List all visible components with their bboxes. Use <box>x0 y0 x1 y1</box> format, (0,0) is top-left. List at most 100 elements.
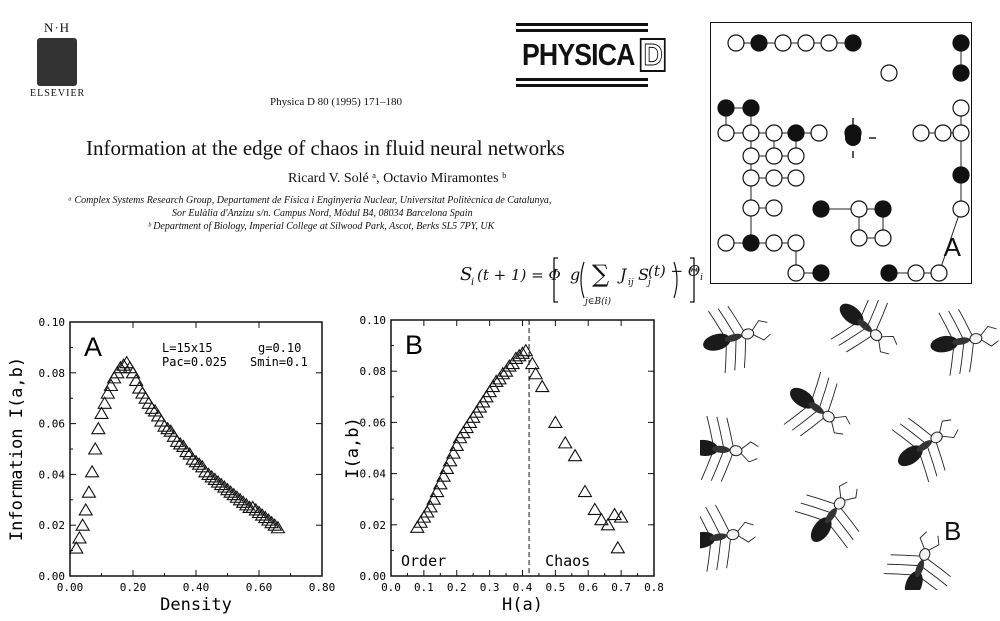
inactive-unit <box>874 229 892 247</box>
data-point <box>524 356 540 370</box>
data-point <box>495 366 511 380</box>
inactive-unit <box>742 147 760 165</box>
data-point <box>90 421 106 435</box>
data-point <box>260 513 276 526</box>
ant-icon <box>687 504 756 572</box>
inactive-unit <box>880 64 898 82</box>
data-point <box>103 378 119 392</box>
ant-antenna <box>878 336 898 355</box>
ant-leg <box>715 504 732 536</box>
x-tick-label: 0.2 <box>447 581 467 594</box>
data-point <box>445 446 461 459</box>
data-point <box>226 487 242 501</box>
inactive-unit <box>787 234 805 252</box>
eq-lhs: S <box>460 264 472 285</box>
ant-leg <box>791 409 820 431</box>
y-tick-label: 0.06 <box>39 418 66 431</box>
inactive-unit <box>934 124 952 142</box>
data-point <box>257 510 273 524</box>
publisher-name: ELSEVIER <box>30 88 86 99</box>
data-point <box>534 379 550 393</box>
data-point <box>422 499 438 513</box>
region-label-chaos: Chaos <box>545 552 590 570</box>
inactive-unit <box>912 124 930 142</box>
data-point <box>169 434 185 447</box>
ant-abdomen <box>897 445 923 467</box>
inactive-unit <box>717 124 735 142</box>
x-tick-label: 0.20 <box>120 581 147 594</box>
ant-icon <box>891 417 959 483</box>
x-tick-label: 0.6 <box>578 581 598 594</box>
data-point <box>160 421 176 435</box>
data-point <box>515 346 530 359</box>
inactive-unit <box>787 147 805 165</box>
data-point <box>528 366 544 380</box>
ant-leg <box>830 320 860 340</box>
journal-masthead: PHYSICA D <box>516 20 666 90</box>
active-unit <box>880 264 898 282</box>
ant-antenna <box>919 531 940 551</box>
ant-leg <box>920 565 948 587</box>
data-point <box>201 467 217 480</box>
data-point <box>245 500 261 513</box>
ant-head <box>741 328 755 340</box>
data-point <box>442 453 458 467</box>
ant-leg <box>887 563 921 567</box>
ant-leg <box>926 444 938 477</box>
eq-term2-arg: (t) − Θ <box>648 262 701 280</box>
inactive-unit <box>765 234 783 252</box>
lattice-label: A <box>943 232 961 262</box>
ant-leg <box>710 449 725 481</box>
inactive-unit <box>787 169 805 187</box>
data-point <box>426 492 442 505</box>
data-point <box>172 436 188 450</box>
affiliation-b: ᵇ Department of Biology, Imperial Colleg… <box>148 221 495 232</box>
data-point <box>267 518 283 531</box>
x-tick-label: 0.4 <box>513 581 533 594</box>
y-tick-label: 0.08 <box>39 367 66 380</box>
eq-term2-sub: j <box>646 278 651 288</box>
ant-leg <box>726 534 732 569</box>
ant-leg <box>923 556 951 578</box>
data-point <box>248 502 264 516</box>
ants-label: B <box>944 516 962 546</box>
data-point <box>94 406 109 419</box>
y-axis-label: I(a,b) <box>343 417 363 478</box>
ant-leg <box>918 449 930 483</box>
ant-thorax <box>857 319 872 332</box>
publisher-logo: N·H ELSEVIER <box>30 20 84 108</box>
affiliation-a-line2: Sor Eulàlia d'Anzizu s/n. Campus Nord, M… <box>172 208 473 219</box>
ant-head <box>833 497 846 510</box>
active-unit <box>742 234 760 252</box>
publisher-monogram: N·H <box>43 20 71 35</box>
ant-leg <box>700 448 715 480</box>
data-point <box>610 540 626 554</box>
x-axis-label: Density <box>160 595 232 615</box>
ant-leg <box>720 450 735 482</box>
ant-leg <box>810 371 822 405</box>
ant-icon <box>703 305 771 374</box>
ant-leg <box>938 312 955 343</box>
data-point <box>100 386 116 399</box>
x-tick-label: 0.1 <box>414 581 434 594</box>
masthead-rule-bottom <box>516 78 648 81</box>
ant-leg <box>716 416 725 450</box>
data-point <box>191 457 207 470</box>
ant-antenna <box>831 415 851 435</box>
y-tick-label: 0.10 <box>360 314 387 327</box>
panel-label: B <box>405 330 423 360</box>
data-point <box>251 505 267 519</box>
ant-thorax <box>724 333 742 342</box>
ant-leg <box>800 415 828 437</box>
inactive-unit <box>765 147 783 165</box>
ant-antenna <box>980 325 999 347</box>
y-tick-label: 0.02 <box>360 519 387 532</box>
ant-leg <box>883 573 918 576</box>
x-tick-label: 0.0 <box>381 581 401 594</box>
data-point <box>204 469 220 483</box>
data-point <box>587 502 603 515</box>
article-title: Information at the edge of chaos in flui… <box>86 136 565 160</box>
data-point <box>567 448 583 462</box>
data-point <box>68 540 84 554</box>
ant-icon <box>783 371 851 437</box>
